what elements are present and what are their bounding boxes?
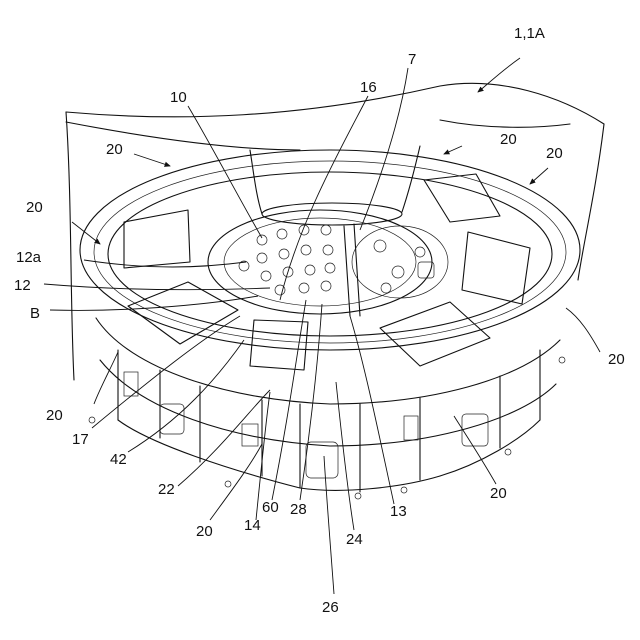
ref-12a: 12a [16,249,42,266]
ref-20-f: 20 [46,407,63,424]
ref-20-a: 20 [106,141,123,158]
ref-42: 42 [110,451,127,468]
ref-20-c: 20 [546,145,563,162]
screen-left-front [128,282,238,344]
ref-20-e: 20 [608,351,625,368]
ref-b: B [30,305,40,322]
ref-24: 24 [346,531,363,548]
ref-16: 16 [360,79,377,96]
ref-20-d: 20 [26,199,43,216]
central-column [250,146,420,225]
ref-28: 28 [290,501,307,518]
ref-20-g: 20 [196,523,213,540]
ref-22: 22 [158,481,175,498]
turntable-holes [239,225,335,295]
ref-10: 10 [170,89,187,106]
ref-26: 26 [322,599,339,616]
reference-labels: 1,1A 16 7 10 20 20 20 20 12a 12 B 20 20 … [14,25,625,616]
screen-rear-right [424,174,500,222]
screen-center [250,320,308,370]
ref-20-b: 20 [500,131,517,148]
screen-right-front [380,302,490,366]
ref-60: 60 [262,499,279,516]
ref-20-h: 20 [490,485,507,502]
lower-cabinet [89,318,565,499]
ref-17: 17 [72,431,89,448]
ref-13: 13 [390,503,407,520]
screen-left-upper [124,210,190,268]
ref-14: 14 [244,517,261,534]
ref-7: 7 [408,51,416,68]
ref-1-1a: 1,1A [514,25,545,42]
ref-12: 12 [14,277,31,294]
screen-right-upper [462,232,530,304]
outer-ring [80,150,580,350]
arrow-1-1a [478,58,520,92]
right-mechanism [352,226,448,298]
